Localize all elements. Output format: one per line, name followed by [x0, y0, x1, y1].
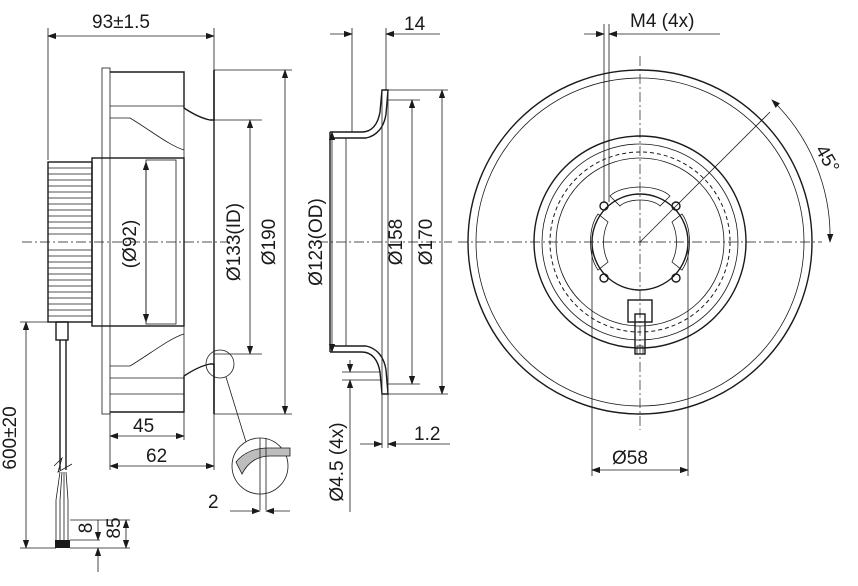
cable-grommet — [55, 321, 69, 341]
dim-label-m4: M4 (4x) — [630, 11, 694, 32]
mount-hole — [671, 201, 681, 211]
cable-tip — [636, 345, 644, 355]
mount-hole — [599, 201, 609, 211]
dim-label-1-2: 1.2 — [414, 424, 440, 445]
ring-profile-top — [330, 89, 389, 139]
side-view: (Ø92) Ø133(ID) Ø190 2 45 62 — [0, 12, 292, 572]
dim-label-190: Ø190 — [259, 219, 280, 265]
blade-top — [110, 70, 215, 121]
dim-label-600: 600±20 — [0, 406, 21, 469]
dim-label-123: Ø123(OD) — [306, 198, 327, 286]
lead-ends — [55, 540, 70, 548]
inlet-ring-outer — [533, 135, 747, 349]
detail-circle — [205, 349, 235, 379]
blade-dashed-ring — [549, 151, 731, 333]
inlet-ring-view: 14 Ø123(OD) Ø158 Ø170 Ø4.5 (4x) 1.2 — [306, 14, 452, 512]
dim-label-2: 2 — [208, 492, 219, 513]
detail-leader — [225, 376, 247, 443]
front-view: 45° M4 (4x) Ø58 — [458, 11, 843, 476]
angle-leader — [639, 111, 771, 243]
backplate — [101, 67, 111, 415]
cable-leads — [55, 471, 69, 548]
cable-exit-block — [627, 299, 653, 323]
dim-label-170: Ø170 — [416, 219, 437, 265]
blade-curve — [110, 333, 185, 367]
dim-label-4-5: Ø4.5 (4x) — [327, 422, 348, 501]
hub-cutout — [590, 213, 609, 271]
hub-cutout — [609, 186, 671, 207]
blade-bottom — [110, 363, 215, 414]
dim-label-8: 8 — [76, 523, 97, 534]
dim-label-92: (Ø92) — [120, 220, 141, 269]
dim-label-133: Ø133(ID) — [224, 203, 245, 281]
dim-label-93: 93±1.5 — [92, 12, 150, 33]
dim-label-14: 14 — [404, 14, 426, 35]
dim-label-158: Ø158 — [386, 219, 407, 265]
detail-section — [235, 447, 291, 475]
angle-label: 45° — [810, 142, 843, 177]
motor-fins — [47, 161, 93, 323]
dim-label-58: Ø58 — [612, 448, 648, 469]
dim-label-85: 85 — [104, 517, 125, 538]
cable-break — [53, 456, 73, 473]
dim-label-45: 45 — [133, 416, 154, 437]
mount-hole — [671, 273, 681, 283]
blade-curve — [110, 117, 185, 151]
dim-label-62: 62 — [146, 446, 167, 467]
ring-profile-bottom — [330, 345, 389, 395]
fin-lines — [48, 167, 92, 317]
inlet-ring-mid — [541, 143, 739, 341]
mount-hole — [599, 273, 609, 283]
angle-arc — [771, 99, 834, 243]
hub-cutout — [671, 213, 690, 271]
motor-ring — [555, 157, 725, 327]
